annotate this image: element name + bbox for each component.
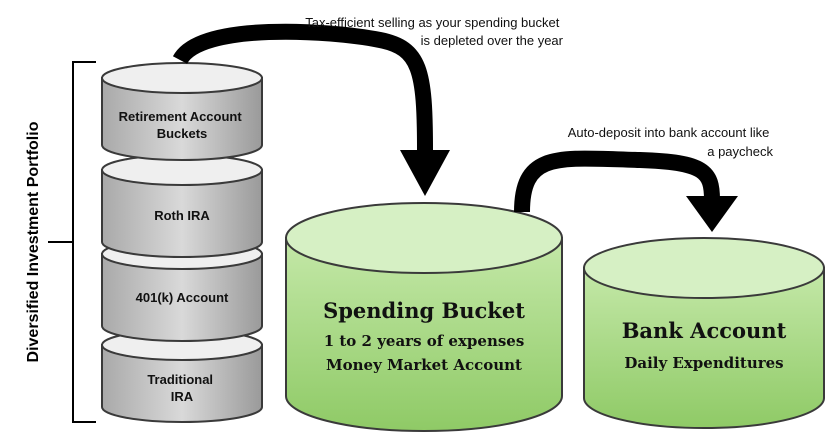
bucket-label-line: 401(k) Account — [136, 290, 229, 305]
spending-bucket: Spending Bucket 1 to 2 years of expenses… — [285, 202, 563, 432]
roth-ira-bucket: Roth IRA — [101, 154, 263, 258]
bucket-label-line: Retirement Account — [119, 109, 243, 124]
bucket-label-line: IRA — [171, 389, 194, 404]
portfolio-side-label: Diversified Investment Portfolio — [25, 121, 42, 362]
bucket-label-line: Roth IRA — [154, 208, 210, 223]
bank-account-line1: Daily Expenditures — [624, 354, 783, 372]
retirement-account-buckets-bucket: Retirement Account Buckets — [101, 62, 263, 161]
spending-bucket-line1: 1 to 2 years of expenses — [324, 332, 525, 350]
bucket-label-line: Buckets — [157, 126, 208, 141]
bucket-label-line: Traditional — [147, 372, 213, 387]
right-arrow-annotation: Auto-deposit into bank account like a pa… — [568, 125, 774, 159]
portfolio-bracket — [48, 61, 96, 423]
top-flow-arrow — [172, 23, 450, 196]
traditional-ira-bucket: Traditional IRA — [101, 329, 263, 423]
annotation-line: Tax-efficient selling as your spending b… — [305, 15, 560, 30]
bank-account-bucket: Bank Account Daily Expenditures — [583, 237, 825, 429]
svg-text:Retirement Account Bucke: Retirement Account Buckets — [119, 109, 246, 141]
bank-account-title: Bank Account — [622, 318, 787, 343]
right-flow-arrow — [514, 150, 738, 232]
annotation-line: is depleted over the year — [421, 33, 564, 48]
spending-bucket-line2: Money Market Account — [326, 356, 522, 374]
svg-text:Traditional IRA: Traditional IRA — [147, 372, 216, 404]
top-arrow-annotation: Tax-efficient selling as your spending b… — [305, 15, 563, 48]
annotation-line: a paycheck — [707, 144, 773, 159]
annotation-line: Auto-deposit into bank account like — [568, 125, 770, 140]
spending-bucket-title: Spending Bucket — [323, 298, 525, 323]
